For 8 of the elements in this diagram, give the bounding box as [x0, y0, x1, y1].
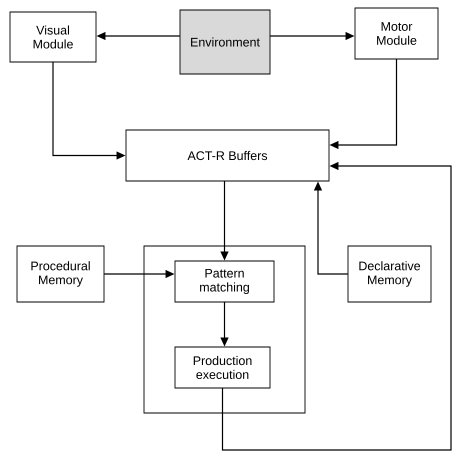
process-box: Environment [180, 10, 270, 74]
process-box: Production execution [174, 346, 270, 388]
process-box: ACT-R Buffers [126, 130, 330, 182]
process-box: Procedural Memory [16, 246, 104, 302]
process-box: Pattern matching [174, 260, 274, 302]
process-box: Motor Module [354, 8, 438, 60]
process-box: Visual Module [10, 12, 96, 62]
process-box: Declarative Memory [348, 246, 432, 302]
